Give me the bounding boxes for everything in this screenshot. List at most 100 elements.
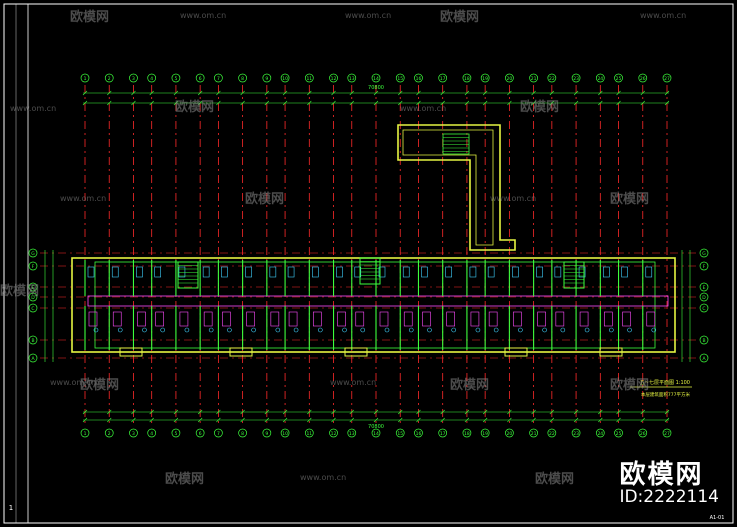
bathroom-fixture xyxy=(554,266,562,278)
dimension-tick xyxy=(598,90,603,96)
watermark-brand: 欧模网 xyxy=(610,192,650,207)
sink-fixture xyxy=(293,327,299,333)
grid-label: 6 xyxy=(199,76,202,82)
dimension-tick xyxy=(464,90,470,96)
sink-fixture xyxy=(142,327,147,333)
dimension-tick xyxy=(482,409,488,415)
dimension-tick xyxy=(573,409,579,415)
row-label: F xyxy=(703,264,706,270)
north-annex-outline xyxy=(397,124,516,251)
north-annex-inner xyxy=(402,129,494,246)
bathroom-fixture xyxy=(487,266,495,278)
grid-bubble-top xyxy=(147,73,157,83)
grid-bubble-bottom xyxy=(662,428,672,438)
watermark-url: www.om.cn xyxy=(180,11,227,20)
dimension-tick xyxy=(282,90,288,96)
grid-label: 6 xyxy=(199,431,202,437)
grid-label: 20 xyxy=(507,76,513,82)
dimension-tick xyxy=(216,100,221,106)
dimension-tick xyxy=(131,100,136,106)
sink-fixture xyxy=(184,327,190,333)
grid-label: 20 xyxy=(507,431,513,437)
dimension-tick xyxy=(82,90,88,96)
grid-bubble-top xyxy=(505,73,514,83)
watermark-url: www.om.cn xyxy=(330,378,377,387)
grid-bubble-top xyxy=(571,73,581,83)
plan-subtitle: 本层建筑面积777平方米 xyxy=(641,391,691,398)
grid-bubble-bottom xyxy=(480,428,490,438)
sink-fixture xyxy=(227,327,232,333)
watermark-brand: 欧模网 xyxy=(245,192,285,207)
grid-label: 11 xyxy=(306,76,312,82)
dimension-tick xyxy=(549,100,555,106)
watermark-url: www.om.cn xyxy=(640,11,687,20)
row-label: D xyxy=(702,295,706,301)
dimension-tick xyxy=(82,100,88,106)
dimension-tick xyxy=(307,417,312,423)
bed-furniture xyxy=(622,311,631,327)
dimension-tick xyxy=(549,90,555,96)
bed-furniture xyxy=(155,311,164,327)
dimension-tick xyxy=(531,409,536,415)
grid-bubble-top xyxy=(80,73,90,83)
sink-fixture xyxy=(651,327,657,333)
bed-furniture xyxy=(604,311,613,327)
dimension-tick xyxy=(549,417,555,423)
dimension-tick xyxy=(573,100,579,106)
bed-furniture xyxy=(222,311,231,327)
row-label: E xyxy=(32,285,35,291)
sink-fixture xyxy=(408,327,414,333)
dimension-tick xyxy=(131,409,136,415)
dimension-tick xyxy=(331,100,336,106)
dimension-tick xyxy=(507,100,512,106)
grid-label: 21 xyxy=(531,431,537,437)
row-bubble xyxy=(699,282,709,292)
bed-furniture xyxy=(203,311,213,327)
sink-fixture xyxy=(427,327,432,333)
grid-bubble-top xyxy=(280,73,290,83)
grid-label: 4 xyxy=(150,431,153,437)
bathroom-fixture xyxy=(578,266,586,278)
sink-fixture xyxy=(160,327,165,333)
grid-bubble-bottom xyxy=(80,428,90,438)
watermark-brand: 欧模网 xyxy=(175,100,215,115)
plan-title: 五~七层平面图 1:100 xyxy=(640,379,690,386)
dimension-tick xyxy=(373,409,379,415)
watermark-url: www.om.cn xyxy=(60,194,107,203)
grid-bubble-bottom xyxy=(529,428,538,438)
sheet-number: 1 xyxy=(9,504,13,512)
grid-bubble-bottom xyxy=(414,428,423,438)
bed-furniture xyxy=(355,311,365,327)
dimension-tick xyxy=(598,417,603,423)
bed-furniture xyxy=(470,311,480,327)
grid-bubble-top xyxy=(238,73,247,83)
grid-label: 22 xyxy=(549,431,555,437)
grid-label: 17 xyxy=(440,431,446,437)
grid-label: 16 xyxy=(416,431,422,437)
grid-bubble-bottom xyxy=(195,428,205,438)
bed-furniture xyxy=(579,311,589,327)
bathroom-fixture xyxy=(245,266,252,278)
row-bubble xyxy=(699,335,709,345)
bathroom-fixture xyxy=(645,266,653,278)
dimension-tick xyxy=(616,409,621,415)
dimension-tick xyxy=(349,100,354,106)
grid-bubble-bottom xyxy=(371,428,381,438)
row-bubble xyxy=(699,353,709,363)
dimension-tick xyxy=(616,90,621,96)
dimension-tick xyxy=(331,90,336,96)
grid-label: 8 xyxy=(241,431,244,437)
dimension-tick xyxy=(664,417,670,423)
dimension-tick xyxy=(616,100,621,106)
dimension-tick xyxy=(307,90,312,96)
dimension-tick xyxy=(531,417,536,423)
sink-fixture xyxy=(627,327,632,333)
dimension-tick xyxy=(398,417,403,423)
grid-bubble-top xyxy=(480,73,490,83)
sink-fixture xyxy=(451,327,456,333)
grid-label: 25 xyxy=(616,76,622,82)
sink-fixture xyxy=(475,327,481,333)
row-bubble xyxy=(699,303,709,313)
dimension-tick xyxy=(82,409,88,415)
bed-furniture xyxy=(446,311,455,327)
